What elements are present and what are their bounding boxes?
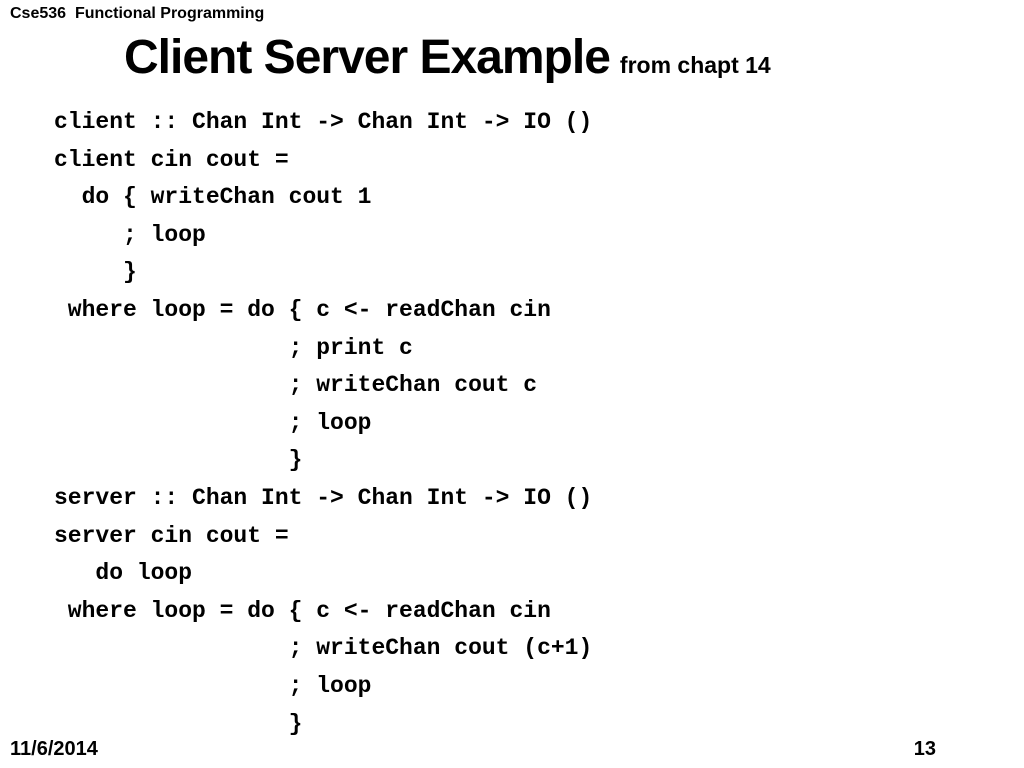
code-line: ; loop [54, 221, 206, 248]
code-line: do loop [54, 560, 193, 587]
code-line: ; loop [54, 672, 372, 699]
code-line: client :: Chan Int -> Chan Int -> IO () [54, 109, 593, 135]
code-line: ; writeChan cout (c+1) [54, 635, 593, 662]
code-line: } [54, 447, 303, 474]
code-line: server cin cout = [54, 522, 289, 549]
code-line: client cin cout = [54, 146, 289, 173]
code-line: } [54, 259, 137, 286]
slide-title-sub: from chapt 14 [619, 52, 771, 78]
course-header: Cse536 Functional Programming [10, 5, 265, 22]
code-line: ; loop [54, 409, 372, 436]
page-number: 13 [913, 738, 936, 760]
code-line: server :: Chan Int -> Chan Int -> IO () [54, 484, 593, 511]
code-line: do { writeChan cout 1 [54, 184, 372, 211]
code-line: ; print c [54, 334, 413, 361]
slide-title: Client Server Example from chapt 14 [124, 30, 771, 85]
code-line: where loop = do { c <- readChan cin [54, 296, 551, 323]
code-block: client :: Chan Int -> Chan Int -> IO ()c… [54, 104, 592, 743]
code-line: ; writeChan cout c [54, 372, 538, 399]
code-line: where loop = do { c <- readChan cin [54, 597, 551, 624]
footer-date: 11/6/2014 [10, 738, 98, 760]
slide-title-main: Client Server Example [124, 31, 611, 84]
code-line: } [54, 710, 303, 737]
